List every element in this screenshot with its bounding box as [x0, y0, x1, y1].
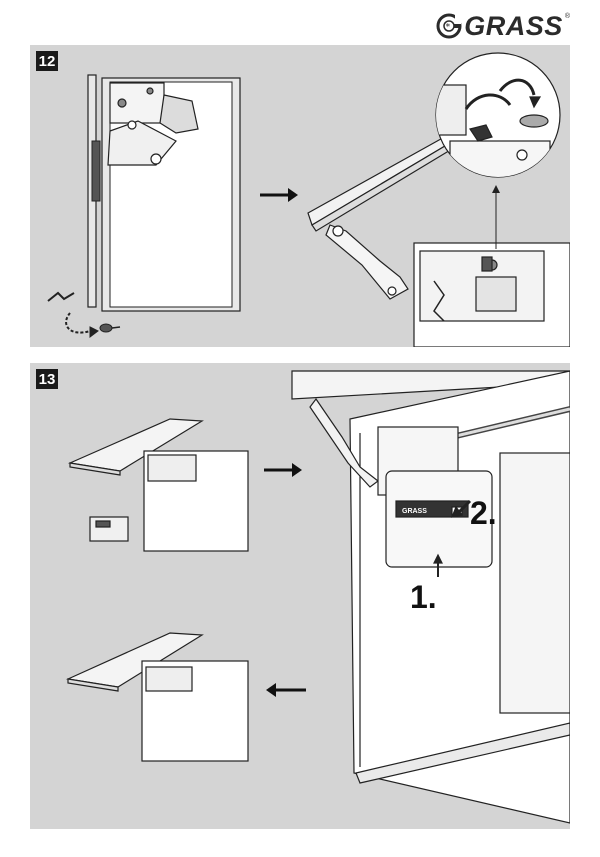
mechanism-plate-label: GRASS	[402, 508, 427, 515]
right-arrow-icon	[260, 188, 298, 202]
right-arrow-icon	[264, 463, 302, 477]
step-12-illustration	[47, 52, 570, 347]
tool-rotation-drawing	[47, 291, 121, 338]
step-number-badge: 12	[36, 51, 58, 71]
lift-mechanism-drawing	[107, 82, 199, 166]
cabinet-small-bottom-drawing	[65, 632, 249, 762]
svg-text:*: *	[446, 23, 451, 33]
brand-logo: * GRASS ®	[436, 10, 570, 42]
step-callout-1: 1.	[410, 579, 437, 615]
detail-connector	[492, 185, 500, 249]
cabinet-small-top-drawing	[67, 418, 249, 552]
step-number-badge: 13	[36, 369, 58, 389]
grass-g-icon: *	[436, 13, 462, 39]
brand-name: GRASS	[464, 10, 563, 41]
step-12-panel: 12	[30, 45, 570, 347]
step-13-panel: 13	[30, 363, 570, 829]
step-callout-2: 2.	[470, 495, 497, 531]
registered-mark: ®	[564, 13, 570, 20]
open-flap-drawing	[307, 134, 570, 347]
left-arrow-icon	[266, 683, 306, 697]
cabinet-large-drawing: GRASS	[291, 370, 570, 824]
step-13-illustration: GRASS	[65, 370, 570, 824]
zoom-detail-circle	[435, 52, 561, 178]
